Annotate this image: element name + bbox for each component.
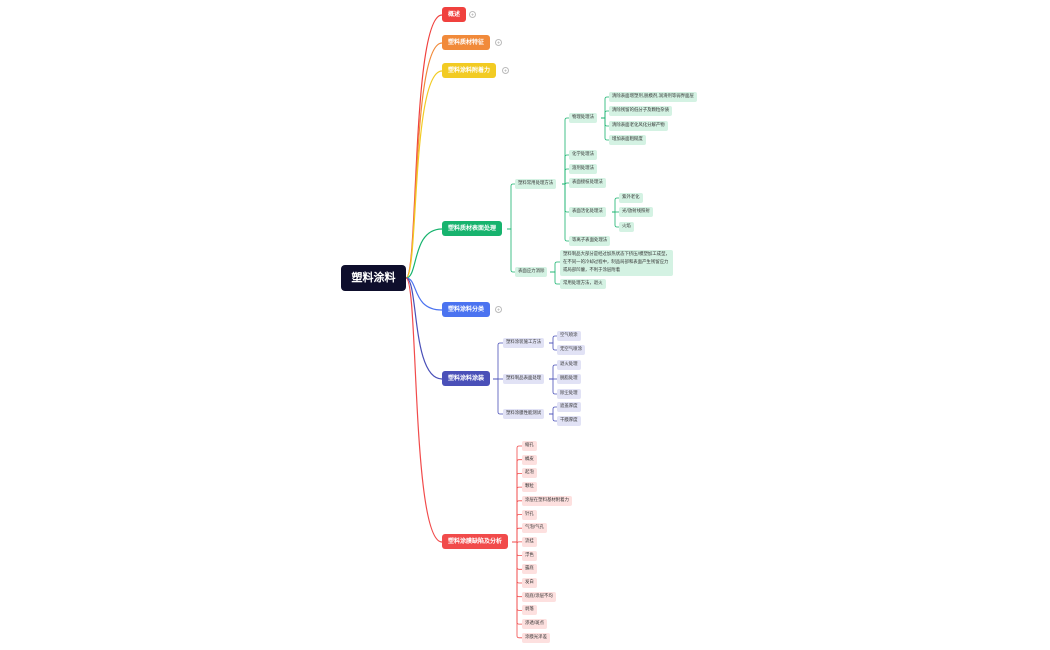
connector-line <box>601 110 609 119</box>
connector-line <box>562 168 569 185</box>
physical-item[interactable]: 清除残留的低分子及颗粒杂质 <box>609 106 673 116</box>
connector-line <box>549 364 557 380</box>
defect-item[interactable]: 露底 <box>522 564 537 575</box>
activate-item[interactable]: 紫外老化 <box>619 193 643 203</box>
defect-item[interactable]: 缩孔 <box>522 441 537 451</box>
connector-line <box>405 42 443 279</box>
physical-item[interactable]: 增加表面粗糙度 <box>609 135 646 145</box>
collapse-toggle-icon[interactable]: + <box>502 67 509 74</box>
connector-line <box>549 406 557 415</box>
defect-item[interactable]: 涂层在塑料基材附着力 <box>522 495 572 506</box>
connector-line <box>405 228 443 279</box>
connector-line <box>493 378 503 415</box>
defect-item[interactable]: 针孔 <box>522 509 537 520</box>
connector-line <box>405 277 443 311</box>
connector-line <box>562 183 569 213</box>
connector-line <box>612 197 619 213</box>
plasma-method[interactable]: 等离子表面处理法 <box>569 236 611 246</box>
coating-pretreat[interactable]: 塑料制品表面处理 <box>503 374 545 384</box>
stress-method[interactable]: 常用处理方法，退火 <box>560 279 606 289</box>
connector-line <box>507 228 515 273</box>
connector-line <box>512 514 522 543</box>
collapse-toggle-icon[interactable]: + <box>495 306 502 313</box>
defect-item[interactable]: 剥落 <box>522 605 537 616</box>
connector-line <box>405 277 443 380</box>
activate-method[interactable]: 表面活化处理法 <box>569 207 606 217</box>
process-item[interactable]: 空气喷涂 <box>557 331 581 341</box>
connector-line <box>512 486 522 543</box>
coating-process[interactable]: 塑料涂装施工方法 <box>503 338 545 348</box>
process-item[interactable]: 无空气喷涂 <box>557 345 585 355</box>
stress-description[interactable]: 塑料制品大部分是经过加热状态下挤压/模塑加工成型，在不同一的冷却过程中，制品局部… <box>560 250 673 276</box>
connector-line <box>601 117 609 141</box>
defect-item[interactable]: 颗粒 <box>522 482 537 493</box>
physical-item[interactable]: 清除表面老化风化分解产物 <box>609 121 668 131</box>
connector-line <box>512 459 522 543</box>
connector-line <box>512 527 522 543</box>
connector-line <box>493 342 503 380</box>
solvent-method[interactable]: 溶剂处理法 <box>569 164 597 174</box>
physical-item[interactable]: 清除表面增塑剂,脱模剂,润滑剂等弱界面层 <box>609 92 697 102</box>
connector-line <box>550 261 560 273</box>
branch-adhesion[interactable]: 塑料涂料附着力 <box>442 63 497 78</box>
stress-relief[interactable]: 表面应力消除 <box>515 267 548 277</box>
connector-line <box>612 211 619 228</box>
pretreat-item[interactable]: 退火处理 <box>557 360 581 370</box>
connector-line <box>601 96 609 119</box>
branch-defects[interactable]: 塑料涂膜缺陷及分析 <box>442 534 509 549</box>
connector-line <box>512 445 522 543</box>
defect-item[interactable]: 起泡 <box>522 468 537 479</box>
connector-line <box>562 183 569 242</box>
defect-item[interactable]: 发白 <box>522 578 537 588</box>
connector-line <box>550 271 560 285</box>
connector-line <box>512 473 522 543</box>
connector-line <box>512 541 522 639</box>
connector-line <box>512 500 522 543</box>
defect-item[interactable]: 流挂 <box>522 536 537 547</box>
film-item[interactable]: 遮盖厚度 <box>557 402 581 412</box>
defect-item[interactable]: 渗透/斑点 <box>522 619 548 630</box>
connector-line <box>405 70 443 279</box>
film-item[interactable]: 干膜厚度 <box>557 416 581 426</box>
defect-item[interactable]: 咬底/涂层不均 <box>522 591 556 602</box>
root-topic[interactable]: 塑料涂料 <box>341 265 406 291</box>
surface-common-methods[interactable]: 塑料常用处理方法 <box>515 179 557 189</box>
defect-item[interactable]: 涂膜光泽差 <box>522 632 550 643</box>
branch-material[interactable]: 塑料质材特征 <box>442 35 491 50</box>
coating-film-test[interactable]: 塑料涂膜性能测试 <box>503 409 545 419</box>
pretreat-item[interactable]: 除尘处理 <box>557 389 581 399</box>
connector-line <box>405 277 443 543</box>
physical-method[interactable]: 物理处理法 <box>569 113 597 123</box>
connector-line <box>562 117 569 185</box>
graft-method[interactable]: 表面接枝处理法 <box>569 178 606 188</box>
connector-line <box>549 413 557 422</box>
collapse-toggle-icon[interactable]: + <box>469 11 476 18</box>
connector-line <box>549 378 557 395</box>
defect-item[interactable]: 浮色 <box>522 550 537 561</box>
connector-line <box>549 342 557 351</box>
collapse-toggle-icon[interactable]: + <box>495 39 502 46</box>
activate-item[interactable]: 光/放射线照射 <box>619 207 653 217</box>
branch-classify[interactable]: 塑料涂料分类 <box>442 302 491 317</box>
branch-surface-treatment[interactable]: 塑料质材表面处理 <box>442 221 503 236</box>
branch-coating[interactable]: 塑料涂料涂装 <box>442 371 491 386</box>
connector-line <box>562 154 569 185</box>
activate-item[interactable]: 火焰 <box>619 222 634 232</box>
defect-item[interactable]: 橘皮 <box>522 454 537 465</box>
branch-overview[interactable]: 概述 <box>442 7 467 22</box>
connector-line <box>549 335 557 344</box>
chemical-method[interactable]: 化学处理法 <box>569 150 597 160</box>
defect-item[interactable]: 气泡/气孔 <box>522 523 548 534</box>
connector-line <box>507 183 515 230</box>
pretreat-item[interactable]: 脱脂处理 <box>557 374 581 384</box>
